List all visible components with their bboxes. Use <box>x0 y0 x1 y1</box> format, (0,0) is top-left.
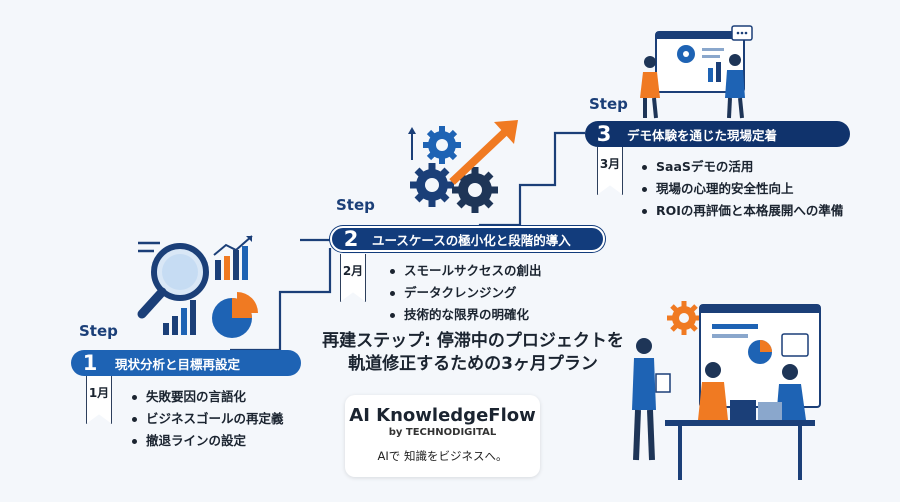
pie-chart-icon <box>212 292 258 338</box>
step-2-number: 2 <box>343 227 359 251</box>
logo-tagline: AIで 知識をビジネスへ。 <box>377 449 508 463</box>
bar-chart-icon <box>163 235 253 335</box>
list-item: ROIの再評価と本格展開への準備 <box>640 200 843 222</box>
logo-by: by TECHNODIGITAL <box>388 427 497 438</box>
step-3-number: 3 <box>596 122 612 146</box>
step-3-heading: デモ体験を通じた現場定着 <box>627 127 778 143</box>
step-3-items: SaaSデモの活用 現場の心理的安全性向上 ROIの再評価と本格展開への準備 <box>640 156 843 222</box>
title-line-2: 軌道修正するための3ヶ月プラン <box>348 354 598 374</box>
presentation-icon <box>640 25 753 119</box>
step-2-label: Step <box>336 196 375 214</box>
step-1-items: 失敗要因の言語化 ビジネスゴールの再定義 撤退ラインの設定 <box>130 386 284 452</box>
list-item: データクレンジング <box>388 282 542 304</box>
list-item: スモールサクセスの創出 <box>388 260 542 282</box>
list-item: SaaSデモの活用 <box>640 156 843 178</box>
list-item: 技術的な限界の明確化 <box>388 304 542 326</box>
step-1-number: 1 <box>82 351 98 375</box>
step-1-month: 1月 <box>88 386 110 400</box>
growth-arrow-icon <box>449 120 518 185</box>
list-item: 撤退ラインの設定 <box>130 430 284 452</box>
step-3-label: Step <box>589 95 628 113</box>
step-2-items: スモールサクセスの創出 データクレンジング 技術的な限界の明確化 <box>388 260 542 326</box>
list-item: 失敗要因の言語化 <box>130 386 284 408</box>
step-3-month: 3月 <box>599 157 621 171</box>
logo-card: AI KnowledgeFlow by TECHNODIGITAL AIで 知識… <box>345 395 540 477</box>
list-item: ビジネスゴールの再定義 <box>130 408 284 430</box>
list-item: 現場の心理的安全性向上 <box>640 178 843 200</box>
magnifier-icon <box>137 241 209 319</box>
title-line-1: 再建ステップ: 停滞中のプロジェクトを <box>322 331 624 351</box>
gears-icon <box>408 126 498 213</box>
step-2-heading: ユースケースの極小化と段階的導入 <box>372 232 571 248</box>
team-meeting-icon <box>632 301 821 480</box>
step-3-banner: 3 デモ体験を通じた現場定着 <box>585 121 850 147</box>
step-2-banner: 2 ユースケースの極小化と段階的導入 <box>330 226 605 252</box>
step-1-label: Step <box>79 322 118 340</box>
step-2-month: 2月 <box>342 264 364 278</box>
step-1-heading: 現状分析と目標再設定 <box>115 356 241 372</box>
logo-name: AI KnowledgeFlow <box>349 405 536 426</box>
diagram-title: 再建ステップ: 停滞中のプロジェクトを 軌道修正するための3ヶ月プラン <box>318 330 628 376</box>
step-1-banner: 1 現状分析と目標再設定 <box>71 350 301 376</box>
